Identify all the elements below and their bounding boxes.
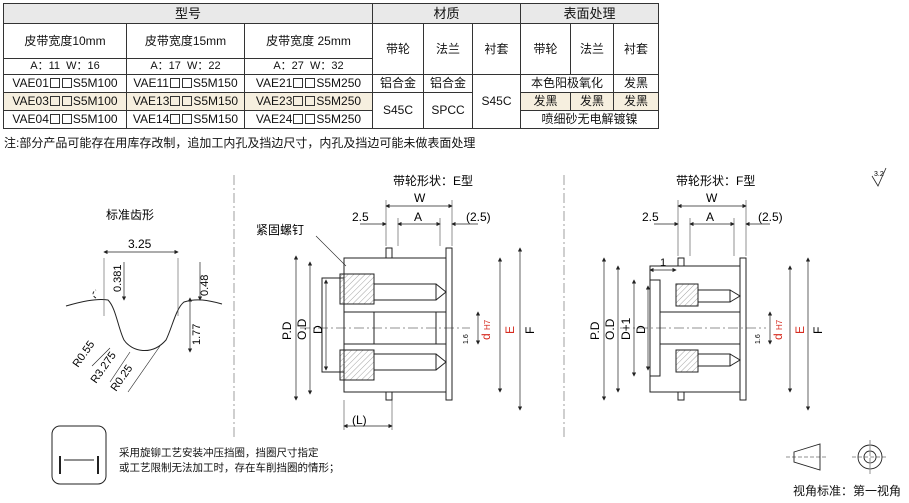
- dim-label-accent: H7: [775, 319, 784, 330]
- view-standard-label: 视角标准：第一视角: [793, 484, 902, 498]
- pulley-e-drawing: [293, 200, 523, 430]
- dim-label: A: [706, 210, 714, 224]
- shape-e-title: 带轮形状：E型: [393, 174, 473, 188]
- dim-label-accent: E: [503, 326, 517, 334]
- dim-label: (2.5): [758, 210, 783, 224]
- dim-label: W: [414, 191, 426, 205]
- spec-table: 型号 材质 表面处理 皮带宽度10mm 皮带宽度15mm 皮带宽度 25mm 带…: [3, 3, 659, 129]
- footnote: 注:部分产品可能存在用库存改制，追加工内孔及挡边尺寸，内孔及挡边可能未做表面处理: [4, 136, 476, 150]
- surf-head: 法兰: [570, 23, 614, 75]
- dim-label: O.D: [295, 318, 309, 340]
- width-head: 皮带宽度 25mm: [244, 23, 373, 59]
- dim-label: W: [706, 191, 718, 205]
- dim-label: O.D: [603, 318, 617, 340]
- tooth-profile: [65, 249, 223, 393]
- aw-cell: A：17 W：22: [126, 58, 245, 75]
- group-surface: 表面处理: [520, 3, 659, 24]
- roughness-icon: [871, 167, 887, 187]
- dim-label: 0.381: [112, 264, 124, 292]
- dim-label: A: [414, 210, 422, 224]
- dim-label: D: [634, 325, 648, 334]
- pulley-f-drawing: [601, 200, 811, 411]
- dim-label: 1.6: [755, 334, 762, 344]
- surf-head: 带轮: [520, 23, 571, 75]
- dim-label-accent: d: [479, 333, 493, 340]
- dim-label: 3.25: [128, 237, 152, 251]
- shape-f-title: 带轮形状：F型: [676, 174, 755, 188]
- dim-label: F: [811, 327, 825, 334]
- dim-label-accent: H7: [483, 319, 492, 330]
- roughness-value: 3.2: [874, 171, 884, 178]
- width-head: 皮带宽度15mm: [126, 23, 245, 59]
- dim-label: (L): [352, 413, 367, 427]
- group-model: 型号: [3, 3, 373, 24]
- dim-label: (2.5): [466, 210, 491, 224]
- aw-cell: A：11 W：16: [3, 58, 127, 75]
- first-angle-projection-icon: [786, 440, 888, 474]
- dim-label: 1.77: [191, 324, 203, 345]
- width-head: 皮带宽度10mm: [3, 23, 127, 59]
- callout-label: 紧固螺钉: [256, 223, 304, 237]
- dim-label: D+1: [619, 317, 633, 340]
- dim-label: 2.5: [352, 210, 369, 224]
- dim-label: D: [311, 325, 325, 334]
- surface-cell: 本色阳极氧化: [520, 74, 614, 93]
- material-cell: S45C: [372, 92, 424, 129]
- dim-label: 2.5: [642, 210, 659, 224]
- material-cell: 铝合金: [423, 74, 473, 93]
- material-bush-cell: S45C: [472, 74, 521, 129]
- tooth-title: 标准齿形: [106, 208, 154, 222]
- dim-label: 0.48: [199, 275, 211, 296]
- surface-cell: 喷细砂无电解镀镍: [520, 110, 659, 129]
- material-cell: SPCC: [423, 92, 473, 129]
- surface-cell: 发黑: [613, 74, 659, 93]
- surf-head: 衬套: [613, 23, 659, 75]
- dim-label-accent: E: [793, 326, 807, 334]
- rivet-clip-icon: [51, 425, 107, 485]
- mat-head: 法兰: [423, 23, 473, 75]
- dim-label: P.D: [588, 321, 602, 340]
- surface-cell: 发黑: [613, 92, 659, 111]
- dim-label: F: [523, 327, 537, 334]
- dim-label: 1.6: [463, 334, 470, 344]
- dim-label: P.D: [280, 321, 294, 340]
- bottom-note: 采用旋铆工艺安装冲压挡圈，挡圈尺寸指定 或工艺限制无法加工时，存在车削挡圈的情形…: [119, 447, 340, 474]
- surface-cell: 发黑: [570, 92, 614, 111]
- group-material: 材质: [372, 3, 521, 24]
- dim-label-accent: d: [771, 333, 785, 340]
- dim-label: 1: [660, 257, 666, 269]
